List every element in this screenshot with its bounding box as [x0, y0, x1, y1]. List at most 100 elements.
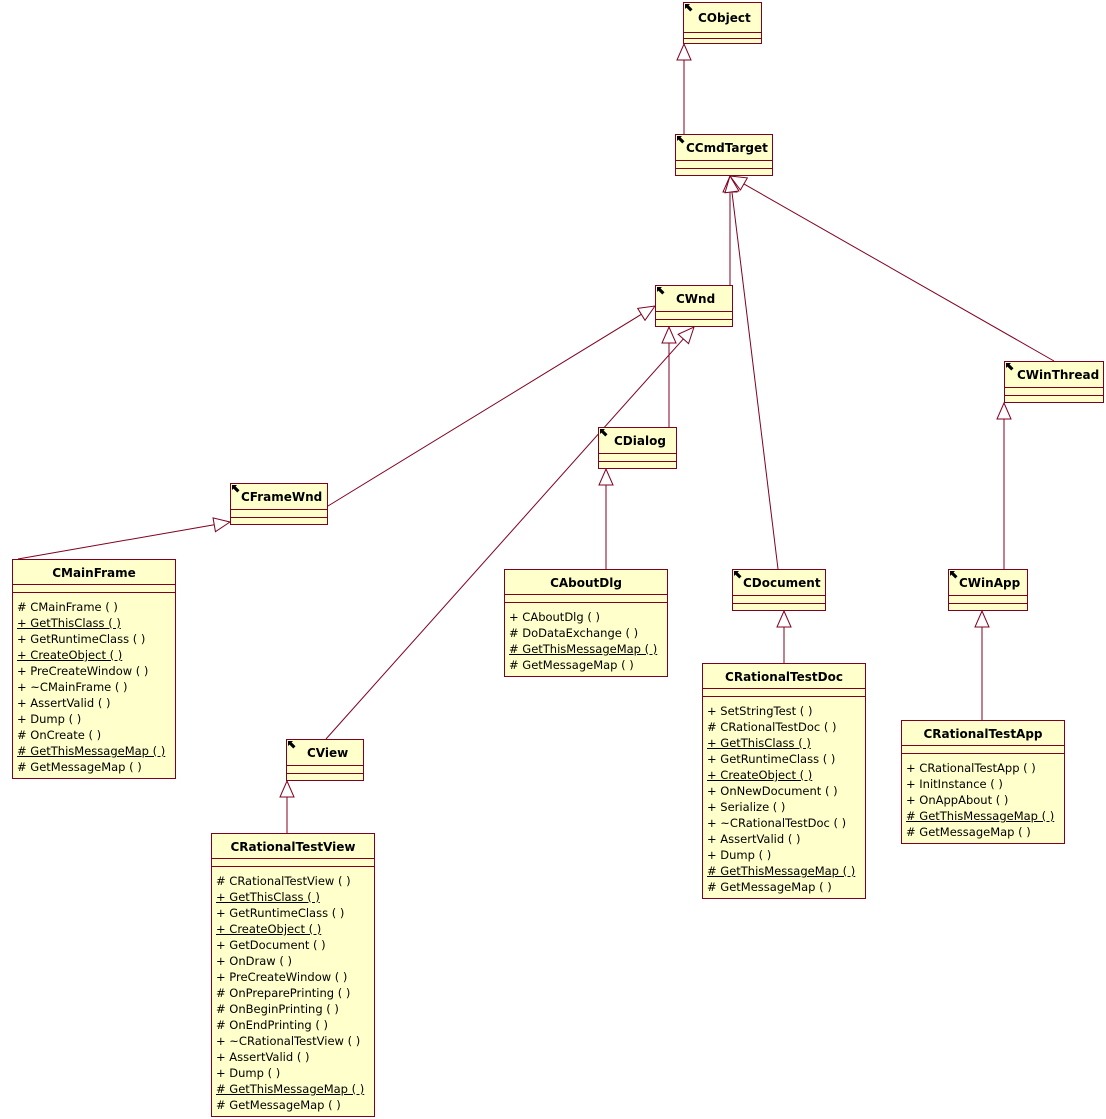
operation-item: + CreateObject ( ) — [216, 922, 322, 936]
class-box-crationaltestapp[interactable]: CRationalTestApp+ CRationalTestApp ( )+ … — [901, 720, 1065, 844]
operations-divider — [703, 696, 865, 697]
generalization-arrowhead-cwnd — [677, 326, 695, 345]
generalization-line-cmainframe-to-cframewnd — [17, 524, 215, 560]
generalization-arrowhead-ccmdtarget — [728, 175, 749, 191]
class-stereotype-icon — [1006, 363, 1014, 371]
attributes-divider — [287, 765, 363, 766]
class-box-crationaltestdoc[interactable]: CRationalTestDoc+ SetStringTest ( )# CRa… — [702, 663, 866, 899]
generalization-arrowhead-cdialog — [598, 467, 614, 486]
operation-item: + OnNewDocument ( ) — [707, 784, 838, 798]
generalization-arrowhead-cwinthread — [996, 401, 1012, 420]
operation-list: + SetStringTest ( ) # CRationalTestDoc ( … — [703, 703, 865, 895]
operation-item: # GetMessageMap ( ) — [906, 825, 1031, 839]
class-name: CWnd — [676, 292, 716, 306]
generalization-arrowhead-cobject — [676, 42, 692, 61]
class-stereotype-icon — [734, 571, 742, 579]
attributes-divider — [676, 160, 772, 161]
class-box-crationaltestview[interactable]: CRationalTestView# CRationalTestView ( )… — [211, 833, 375, 1117]
attributes-divider — [733, 595, 825, 596]
attributes-divider — [684, 32, 761, 33]
operation-item: + SetStringTest ( ) — [707, 704, 813, 718]
class-box-cdocument[interactable]: CDocument — [732, 569, 826, 611]
operation-item: # OnCreate ( ) — [17, 728, 102, 742]
operation-item: # GetThisMessageMap ( ) — [17, 744, 166, 758]
operation-item: # GetMessageMap ( ) — [509, 658, 634, 672]
class-stereotype-icon — [657, 287, 665, 295]
attributes-divider — [902, 745, 1064, 746]
class-stereotype-icon — [677, 136, 685, 144]
generalization-arrowhead-cwnd — [636, 305, 657, 322]
operation-item: + AssertValid ( ) — [707, 832, 801, 846]
attributes-divider — [599, 453, 676, 454]
operation-item: + CRationalTestApp ( ) — [906, 761, 1036, 775]
operation-list: # CRationalTestView ( )+ GetThisClass ( … — [212, 873, 374, 1113]
operations-divider — [684, 38, 761, 39]
generalization-arrowhead-cdocument — [776, 609, 792, 628]
attributes-divider — [212, 858, 374, 859]
operation-item: + GetRuntimeClass ( ) — [17, 632, 146, 646]
operation-item: # CRationalTestView ( ) — [216, 874, 351, 888]
operations-divider — [1005, 395, 1103, 396]
class-box-cwinapp[interactable]: CWinApp — [948, 569, 1028, 611]
operation-item: # OnPreparePrinting ( ) — [216, 986, 351, 1000]
operation-item: + AssertValid ( ) — [216, 1050, 310, 1064]
operation-item: # OnEndPrinting ( ) — [216, 1018, 329, 1032]
class-box-cobject[interactable]: CObject — [683, 2, 762, 44]
operation-item: # GetThisMessageMap ( ) — [707, 864, 856, 878]
operation-item: + CAboutDlg ( ) — [509, 610, 600, 624]
generalization-arrowhead-cwnd — [661, 325, 677, 344]
operation-list: + CRationalTestApp ( )+ InitInstance ( )… — [902, 760, 1064, 840]
operations-divider — [13, 592, 175, 593]
class-name: CObject — [698, 11, 751, 25]
class-stereotype-icon — [950, 571, 958, 579]
attributes-divider — [1005, 387, 1103, 388]
operation-item: + OnDraw ( ) — [216, 954, 292, 968]
class-box-ccmdtarget[interactable]: CCmdTarget — [675, 134, 773, 176]
operations-divider — [676, 168, 772, 169]
class-box-cmainframe[interactable]: CMainFrame# CMainFrame ( )+ GetThisClass… — [12, 559, 176, 779]
operation-list: + CAboutDlg ( ) # DoDataExchange ( ) # Get… — [505, 609, 667, 673]
operation-item: + GetDocument ( ) — [216, 938, 326, 952]
operation-item: + OnAppAbout ( ) — [906, 793, 1009, 807]
operations-divider — [212, 866, 374, 867]
operations-divider — [599, 461, 676, 462]
class-box-cdialog[interactable]: CDialog — [598, 427, 677, 469]
class-box-cwnd[interactable]: CWnd — [655, 285, 733, 327]
operation-item: + CreateObject ( ) — [707, 768, 813, 782]
class-name: CAboutDlg — [550, 576, 622, 590]
attributes-divider — [231, 509, 327, 510]
operations-divider — [949, 603, 1027, 604]
class-box-cview[interactable]: CView — [286, 739, 364, 781]
operation-item: # GetThisMessageMap ( ) — [509, 642, 658, 656]
operation-item: + Dump ( ) — [216, 1066, 281, 1080]
generalization-line-cframewnd-to-cwnd — [327, 313, 642, 507]
operation-item: + PreCreateWindow ( ) — [17, 664, 149, 678]
class-box-caboutdlg[interactable]: CAboutDlg + CAboutDlg ( ) # DoDataExchange… — [504, 569, 668, 677]
attributes-divider — [949, 595, 1027, 596]
operations-divider — [902, 753, 1064, 754]
class-name: CRationalTestApp — [923, 727, 1043, 741]
class-stereotype-icon — [600, 429, 608, 437]
class-name: CWinApp — [959, 576, 1021, 590]
operations-divider — [287, 773, 363, 774]
operation-item: # DoDataExchange ( ) — [509, 626, 639, 640]
generalization-arrowhead-ccmdtarget — [724, 174, 740, 194]
operation-item: # CRationalTestDoc ( ) — [707, 720, 837, 734]
operation-item: + Dump ( ) — [707, 848, 772, 862]
attributes-divider — [703, 688, 865, 689]
operation-item: # CMainFrame ( ) — [17, 600, 118, 614]
operation-item: # GetThisMessageMap ( ) — [906, 809, 1055, 823]
generalization-line-cdocument-to-ccmdtarget — [731, 191, 779, 570]
class-stereotype-icon — [232, 485, 240, 493]
operation-item: # GetMessageMap ( ) — [707, 880, 832, 894]
attributes-divider — [656, 311, 732, 312]
operation-item: + ~CMainFrame ( ) — [17, 680, 128, 694]
operation-item: # OnBeginPrinting ( ) — [216, 1002, 339, 1016]
class-box-cframewnd[interactable]: CFrameWnd — [230, 483, 328, 525]
class-box-cwinthread[interactable]: CWinThread — [1004, 361, 1104, 403]
operation-item: + Serialize ( ) — [707, 800, 786, 814]
operation-item: + ~CRationalTestView ( ) — [216, 1034, 361, 1048]
class-name: CMainFrame — [52, 566, 136, 580]
operation-item: + GetThisClass ( ) — [707, 736, 811, 750]
class-name: CDialog — [614, 434, 666, 448]
